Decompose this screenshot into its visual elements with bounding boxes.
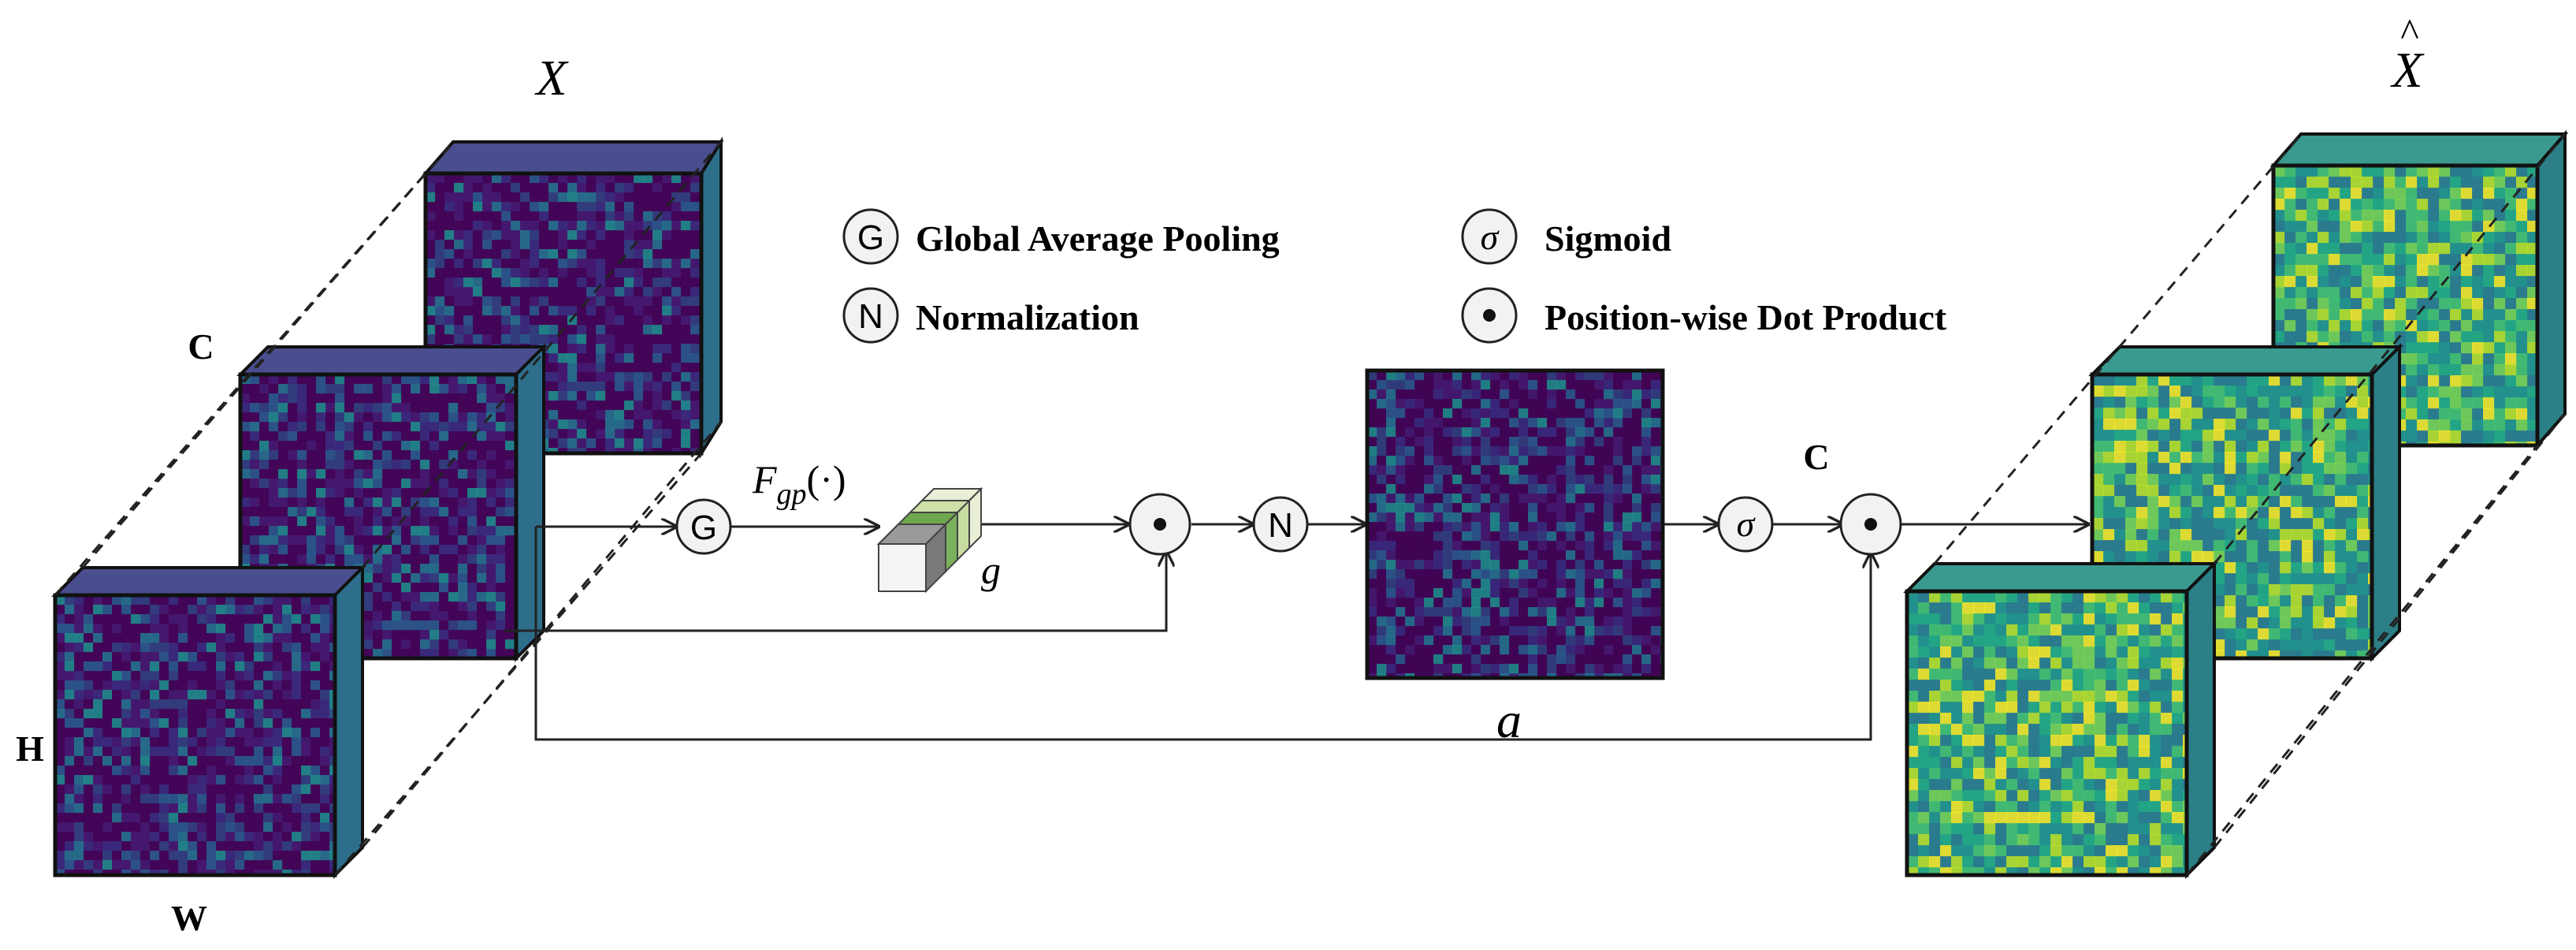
output-slice-back xyxy=(2269,129,2569,450)
norm-op-symbol: N xyxy=(1268,506,1293,545)
g-vector-block xyxy=(876,486,983,594)
svg-text:Fgp(·): Fgp(·) xyxy=(752,457,846,511)
gap-op-node: G xyxy=(675,498,732,555)
dim-h-label: H xyxy=(16,728,44,769)
legend-item-norm: N Normalization xyxy=(842,287,1139,344)
legend-norm-symbol: N xyxy=(858,297,883,336)
gap-op-symbol: G xyxy=(690,509,717,547)
legend-gap-symbol: G xyxy=(857,218,884,257)
gap-func-label: Fgp(·) xyxy=(752,457,846,511)
dot-op-node-2 xyxy=(1839,493,1902,556)
flow-connectors xyxy=(504,524,2088,741)
legend-item-sigmoid: σ Sigmoid xyxy=(1461,208,1671,265)
gap-func-name: F xyxy=(752,457,777,501)
gap-func-args: (·) xyxy=(807,457,846,501)
output-dashed-edges xyxy=(1933,133,2567,876)
output-tensor-label: X xyxy=(2389,42,2425,98)
legend: G Global Average Pooling N Normalization… xyxy=(842,208,1947,344)
output-tensor-stack xyxy=(1903,129,2569,879)
input-dashed-edges xyxy=(54,141,723,876)
legend-norm-text: Normalization xyxy=(916,297,1139,337)
sigmoid-op-symbol: σ xyxy=(1737,504,1756,544)
dim-c-right-label: C xyxy=(1803,437,1829,477)
input-tensor-label: X xyxy=(533,50,569,106)
norm-op-node: N xyxy=(1252,496,1309,553)
legend-item-dot: Position-wise Dot Product xyxy=(1461,287,1947,344)
g-vector-label: g xyxy=(981,548,1001,592)
output-slice-front xyxy=(1903,560,2218,879)
gap-func-sub: gp xyxy=(777,478,807,511)
output-hat-mark: ^ xyxy=(2400,10,2418,54)
input-tensor-stack xyxy=(51,136,724,879)
dim-c-label: C xyxy=(188,326,214,367)
legend-item-gap: G Global Average Pooling xyxy=(842,208,1280,265)
attention-map-label: a xyxy=(1496,692,1522,748)
dim-w-label: W xyxy=(171,898,207,938)
legend-dot-text: Position-wise Dot Product xyxy=(1544,297,1947,337)
legend-gap-text: Global Average Pooling xyxy=(916,218,1280,259)
legend-sigmoid-text: Sigmoid xyxy=(1544,218,1671,259)
dot-op-node-1 xyxy=(1128,493,1191,556)
attention-map xyxy=(1365,368,1665,680)
sigmoid-op-node: σ xyxy=(1717,496,1774,553)
legend-sigmoid-symbol: σ xyxy=(1481,217,1500,257)
input-slice-front xyxy=(51,564,366,879)
